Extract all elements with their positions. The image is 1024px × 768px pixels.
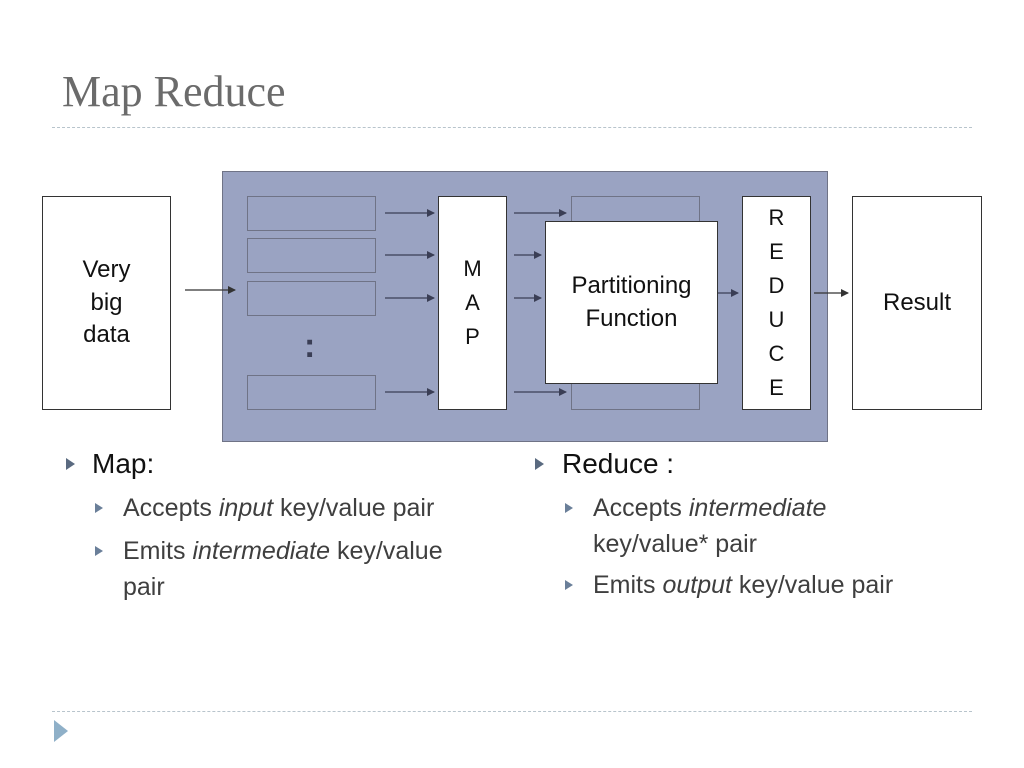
map-letter: M — [463, 256, 482, 281]
bullet-marker-icon — [95, 503, 103, 513]
map-box: M A P — [438, 196, 507, 410]
reduce-letter: E — [769, 239, 784, 264]
bullet-marker-icon — [565, 503, 573, 513]
result-box: Result — [852, 196, 982, 410]
partition-label-line: Function — [585, 304, 678, 332]
input-data-box: Very big data — [42, 196, 171, 410]
title-divider — [52, 127, 972, 128]
input-label-line: Very — [82, 256, 131, 284]
bullet-marker-icon — [535, 458, 544, 470]
reduce-letter: D — [768, 273, 785, 298]
bullet-marker-icon — [95, 546, 103, 556]
map-item-1: Accepts input key/value pair — [123, 494, 435, 522]
footer-divider — [52, 711, 972, 712]
map-letter: P — [465, 324, 480, 349]
bullet-marker-icon — [565, 580, 573, 590]
reduce-letter: C — [768, 341, 785, 366]
bullet-marker-icon — [66, 458, 75, 470]
partition-label-line: Partitioning — [571, 272, 692, 300]
input-split-box — [247, 196, 376, 231]
reduce-letter: U — [768, 307, 785, 332]
input-split-box — [247, 281, 376, 316]
input-split-box — [247, 238, 376, 273]
result-label: Result — [882, 288, 952, 316]
mapreduce-panel — [222, 171, 828, 442]
input-label-line: big — [90, 288, 123, 316]
slide-title: Map Reduce — [62, 67, 286, 116]
ellipsis-marker: : — [304, 327, 316, 365]
reduce-letter: R — [768, 205, 785, 230]
next-slide-arrow-icon[interactable] — [54, 720, 68, 742]
partitioning-function-box: Partitioning Function — [545, 221, 718, 384]
reduce-heading: Reduce : — [562, 448, 675, 479]
input-label-line: data — [83, 321, 130, 349]
input-split-box — [247, 375, 376, 410]
reduce-letter: E — [769, 375, 784, 400]
map-letter: A — [465, 290, 480, 315]
reduce-item-2: Emits output key/value pair — [593, 571, 894, 599]
reduce-box: R E D U C E — [742, 196, 811, 410]
map-heading: Map: — [92, 448, 155, 479]
